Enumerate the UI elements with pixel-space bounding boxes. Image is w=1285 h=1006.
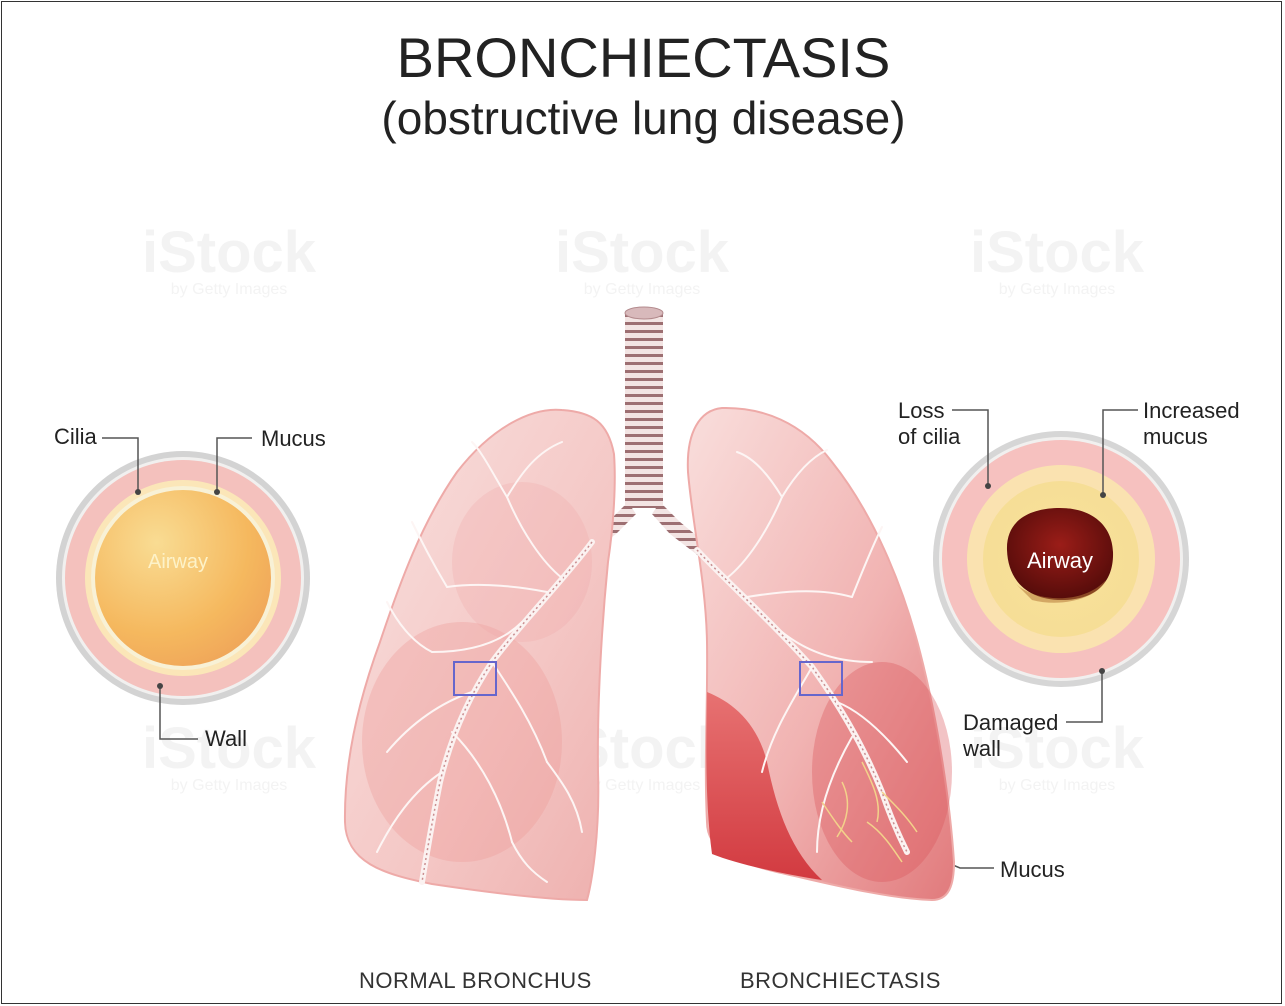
airway-label-bronchiectasis: Airway (1027, 548, 1093, 573)
caption-bronchiectasis: BRONCHIECTASIS (740, 968, 941, 994)
right-lung-bronchiectasis (688, 408, 954, 900)
label-increased-mucus: Increased mucus (1143, 398, 1240, 450)
airway-label-normal: Airway (148, 551, 208, 573)
caption-normal-bronchus: NORMAL BRONCHUS (359, 968, 592, 994)
label-mucus-bronchiectasis: Mucus (1000, 857, 1065, 883)
label-damaged-wall: Damaged wall (963, 710, 1058, 762)
label-wall: Wall (205, 726, 247, 752)
left-lung-normal (345, 410, 615, 900)
label-cilia: Cilia (54, 424, 97, 450)
label-mucus-normal: Mucus (261, 426, 326, 452)
normal-bronchus-cross-section (56, 451, 310, 705)
label-loss-of-cilia: Loss of cilia (898, 398, 960, 450)
